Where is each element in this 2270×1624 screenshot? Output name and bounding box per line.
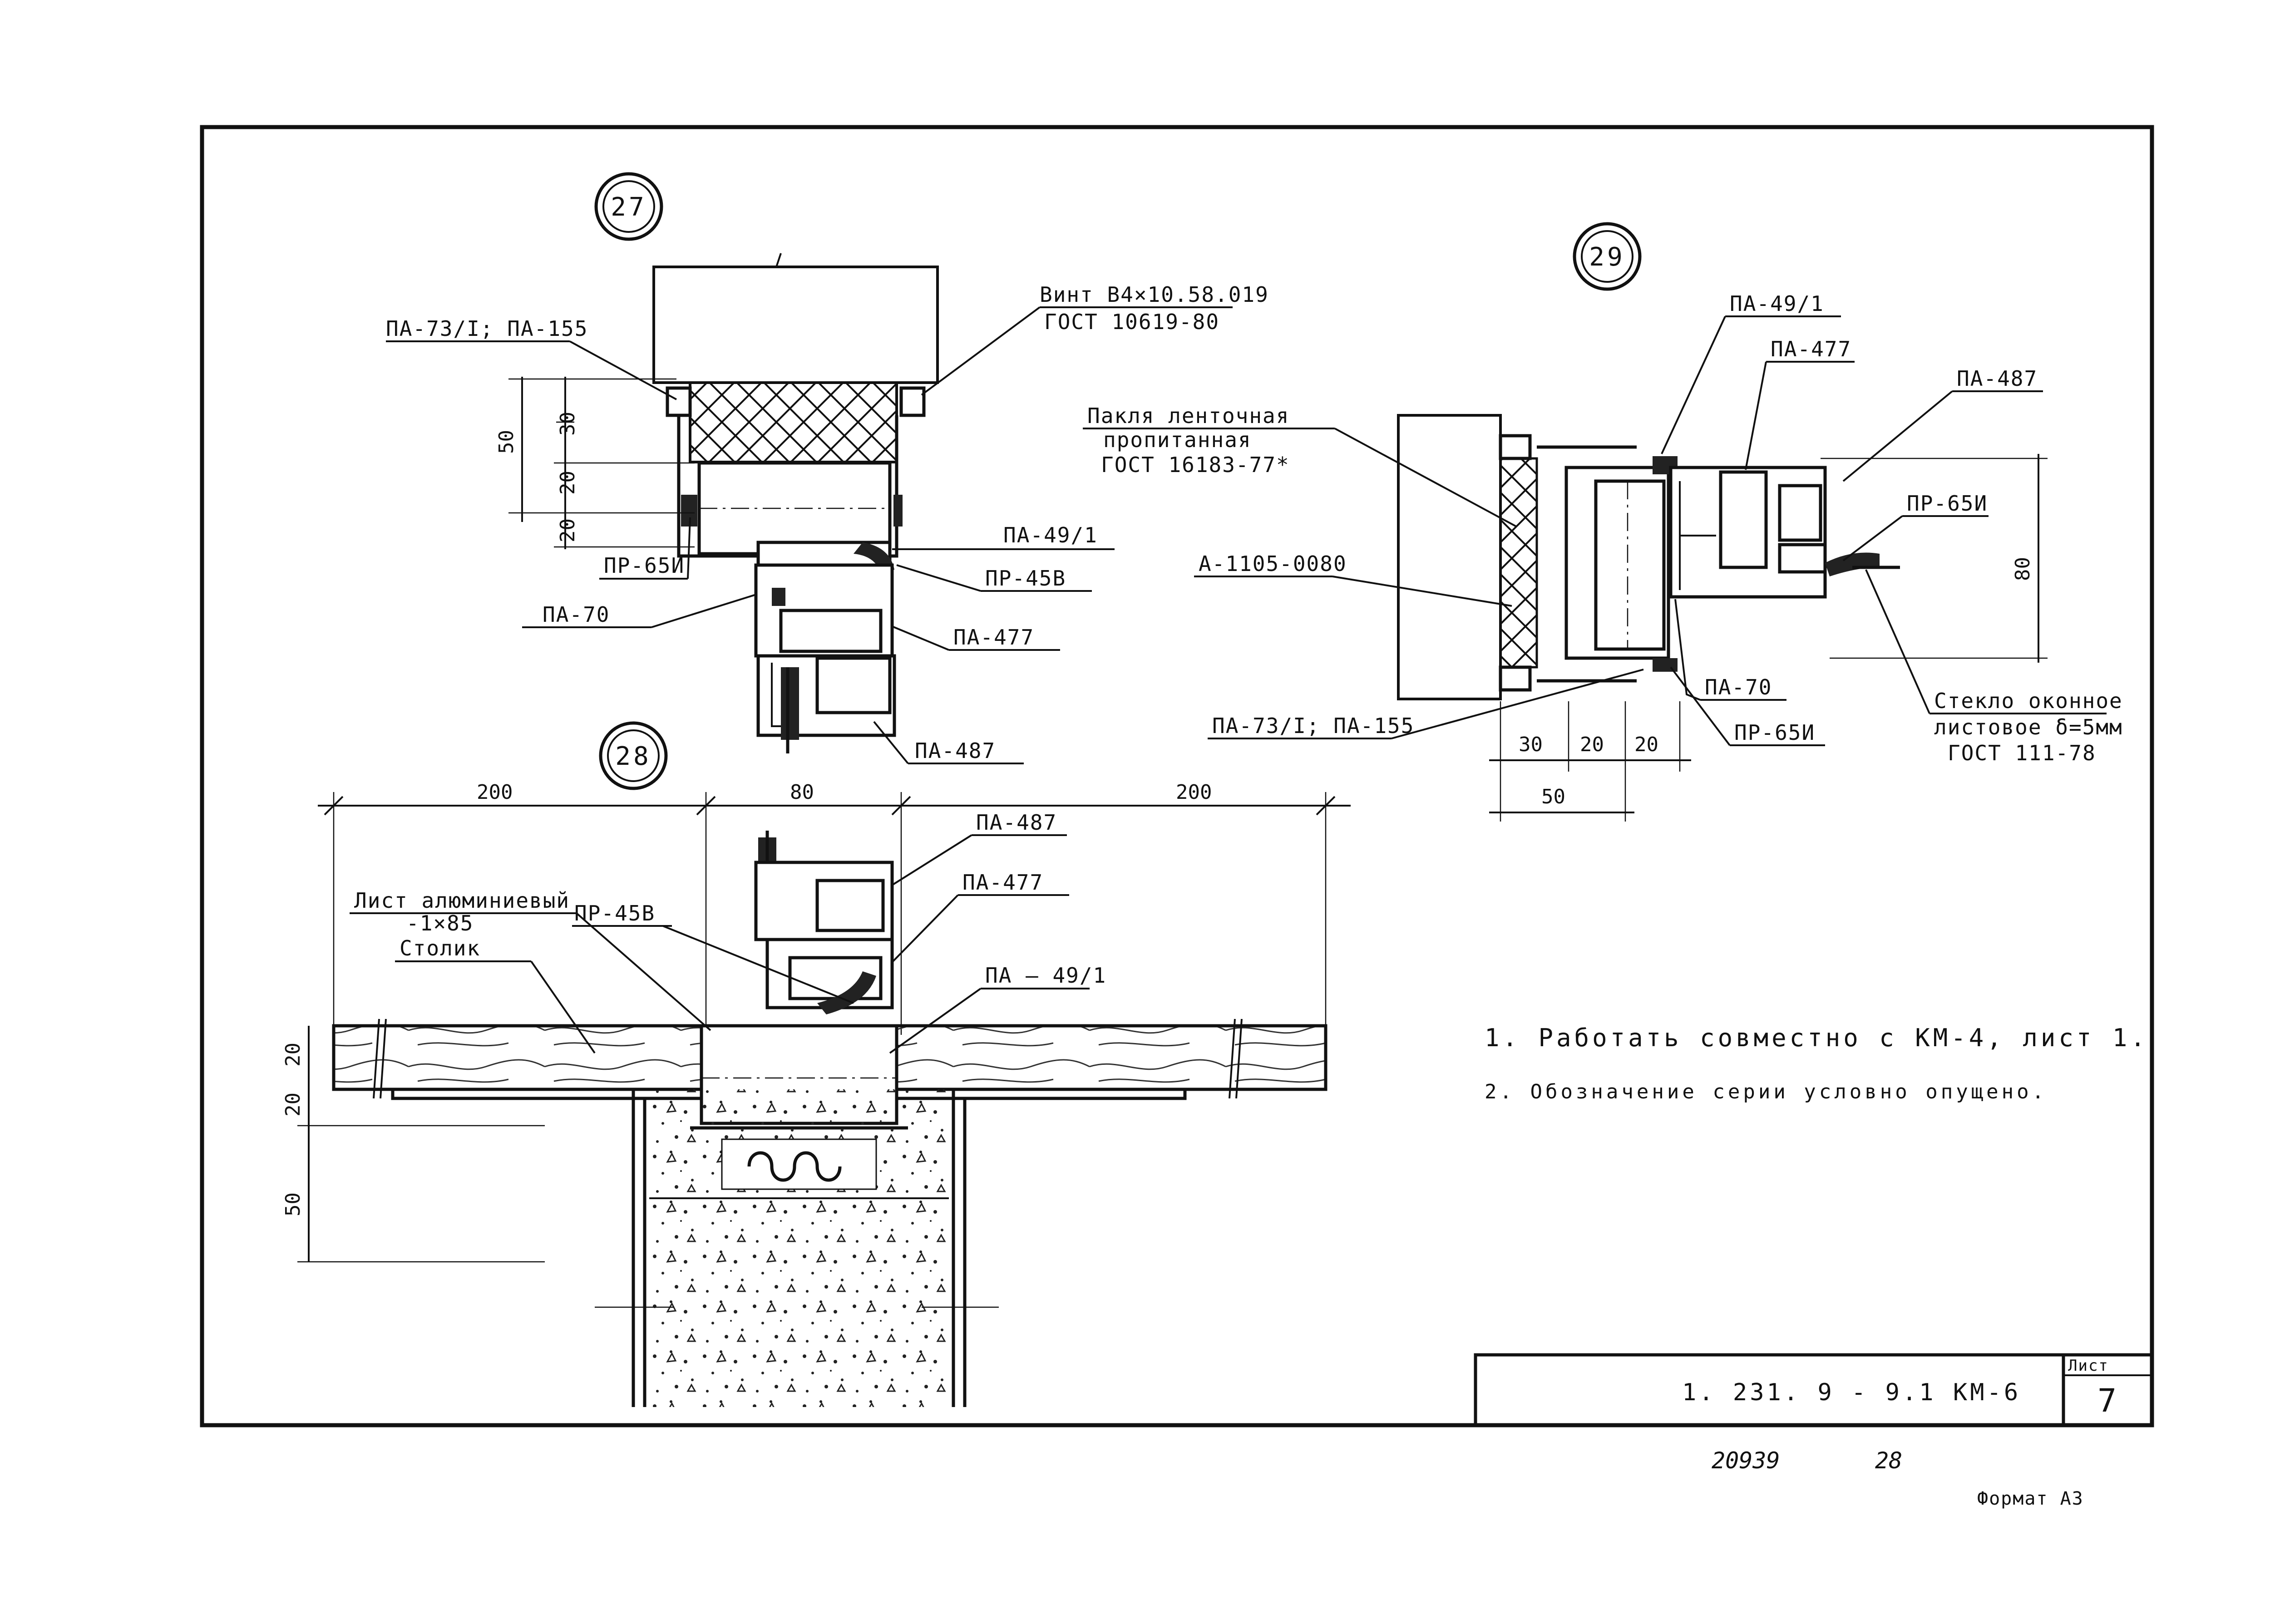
detail-28: 28 200 80 200 xyxy=(281,721,1351,1407)
d29-label-pa49: ПА-49/1 xyxy=(1730,291,1824,316)
d29-label-pa70: ПА-70 xyxy=(1705,675,1772,699)
d27-label-pa487: ПА-487 xyxy=(915,738,996,763)
detail-27: 27 50 30 20 xyxy=(386,172,1269,764)
d29-label-a1105: А-1105-0080 xyxy=(1199,551,1347,576)
d29-dim-30: 30 xyxy=(1519,733,1543,756)
d28-label-table: Столик xyxy=(400,936,480,960)
d29-dim-20b: 20 xyxy=(1634,733,1658,756)
d28-dim-200-left: 200 xyxy=(477,781,513,804)
d27-dim-20a: 20 xyxy=(556,471,579,495)
footer-format: Формат А3 xyxy=(1977,1488,2084,1509)
d29-label-tow2: пропитанная xyxy=(1103,428,1252,452)
d29-label-pa487: ПА-487 xyxy=(1957,366,2038,391)
detail-28-mark: 28 xyxy=(615,742,651,771)
d27-label-pa477: ПА-477 xyxy=(953,625,1034,650)
d28-label-pa487: ПА-487 xyxy=(976,810,1057,835)
d27-dim-20b: 20 xyxy=(556,518,579,542)
d27-label-screw1: Винт В4×10.58.019 xyxy=(1040,282,1269,307)
d28-label-sheet2: -1×85 xyxy=(406,911,474,935)
d29-label-tow3: ГОСТ 16183-77* xyxy=(1101,453,1290,477)
d28-label-pa477: ПА-477 xyxy=(962,870,1043,895)
d28-label-pr45: ПР-45В xyxy=(574,901,655,925)
d29-dim-80: 80 xyxy=(2011,557,2034,581)
detail-29-mark: 29 xyxy=(1589,242,1625,272)
d27-label-pr45: ПР-45В xyxy=(985,566,1066,591)
d29-label-pa477: ПА-477 xyxy=(1771,337,1851,361)
title-code: 1. 231. 9 - 9.1 КМ-6 xyxy=(1682,1379,2021,1406)
sheet-frame xyxy=(200,125,2154,1427)
d27-dim-30: 30 xyxy=(556,412,579,436)
d28-dim-20a: 20 xyxy=(281,1043,305,1067)
footer-inventory: 20939 xyxy=(1712,1447,1780,1474)
d27-label-screw2: ГОСТ 10619-80 xyxy=(1044,310,1219,334)
note-1: 1. Работать совместно с КМ-4, лист 1. xyxy=(1485,1024,2148,1052)
d29-label-glass3: ГОСТ 111-78 xyxy=(1948,741,2096,765)
footer-number: 28 xyxy=(1875,1447,1902,1474)
d28-dim-80: 80 xyxy=(790,781,814,804)
d27-label-pa70: ПА-70 xyxy=(543,602,610,627)
title-sheet-number: 7 xyxy=(2097,1382,2119,1419)
d29-dim-50: 50 xyxy=(1541,785,1565,808)
d28-dim-200-right: 200 xyxy=(1176,781,1212,804)
d27-label-pr65: ПР-65И xyxy=(604,553,685,578)
d27-dim-50: 50 xyxy=(495,430,518,454)
d29-label-pr65a: ПР-65И xyxy=(1907,491,1988,516)
note-2: 2. Обозначение серии условно опущено. xyxy=(1485,1080,2047,1103)
d27-label-pa49: ПА-49/1 xyxy=(1003,523,1098,547)
detail-29: 29 80 30 20 20 50 xyxy=(1083,222,2123,822)
d29-dim-20a: 20 xyxy=(1580,733,1604,756)
d29-label-glass1: Стекло оконное xyxy=(1934,689,2123,713)
d29-label-tow1: Пакля ленточная xyxy=(1087,404,1289,428)
d28-dim-20b: 20 xyxy=(281,1093,305,1117)
d28-label-sheet1: Лист алюминиевый xyxy=(354,888,570,913)
d27-label-pa73: ПА-73/I; ПА-155 xyxy=(386,316,588,341)
d29-label-pa73: ПА-73/I; ПА-155 xyxy=(1212,714,1414,738)
d28-label-pa49: ПА – 49/1 xyxy=(985,963,1106,988)
title-sheet-label: Лист xyxy=(2068,1357,2109,1375)
d29-label-pr65b: ПР-65И xyxy=(1734,720,1815,745)
d29-label-glass2: листовое δ=5мм xyxy=(1934,715,2123,739)
title-block: 1. 231. 9 - 9.1 КМ-6 Лист 7 xyxy=(1474,1353,2154,1427)
d28-dim-50: 50 xyxy=(281,1192,305,1216)
detail-27-mark: 27 xyxy=(611,192,646,222)
